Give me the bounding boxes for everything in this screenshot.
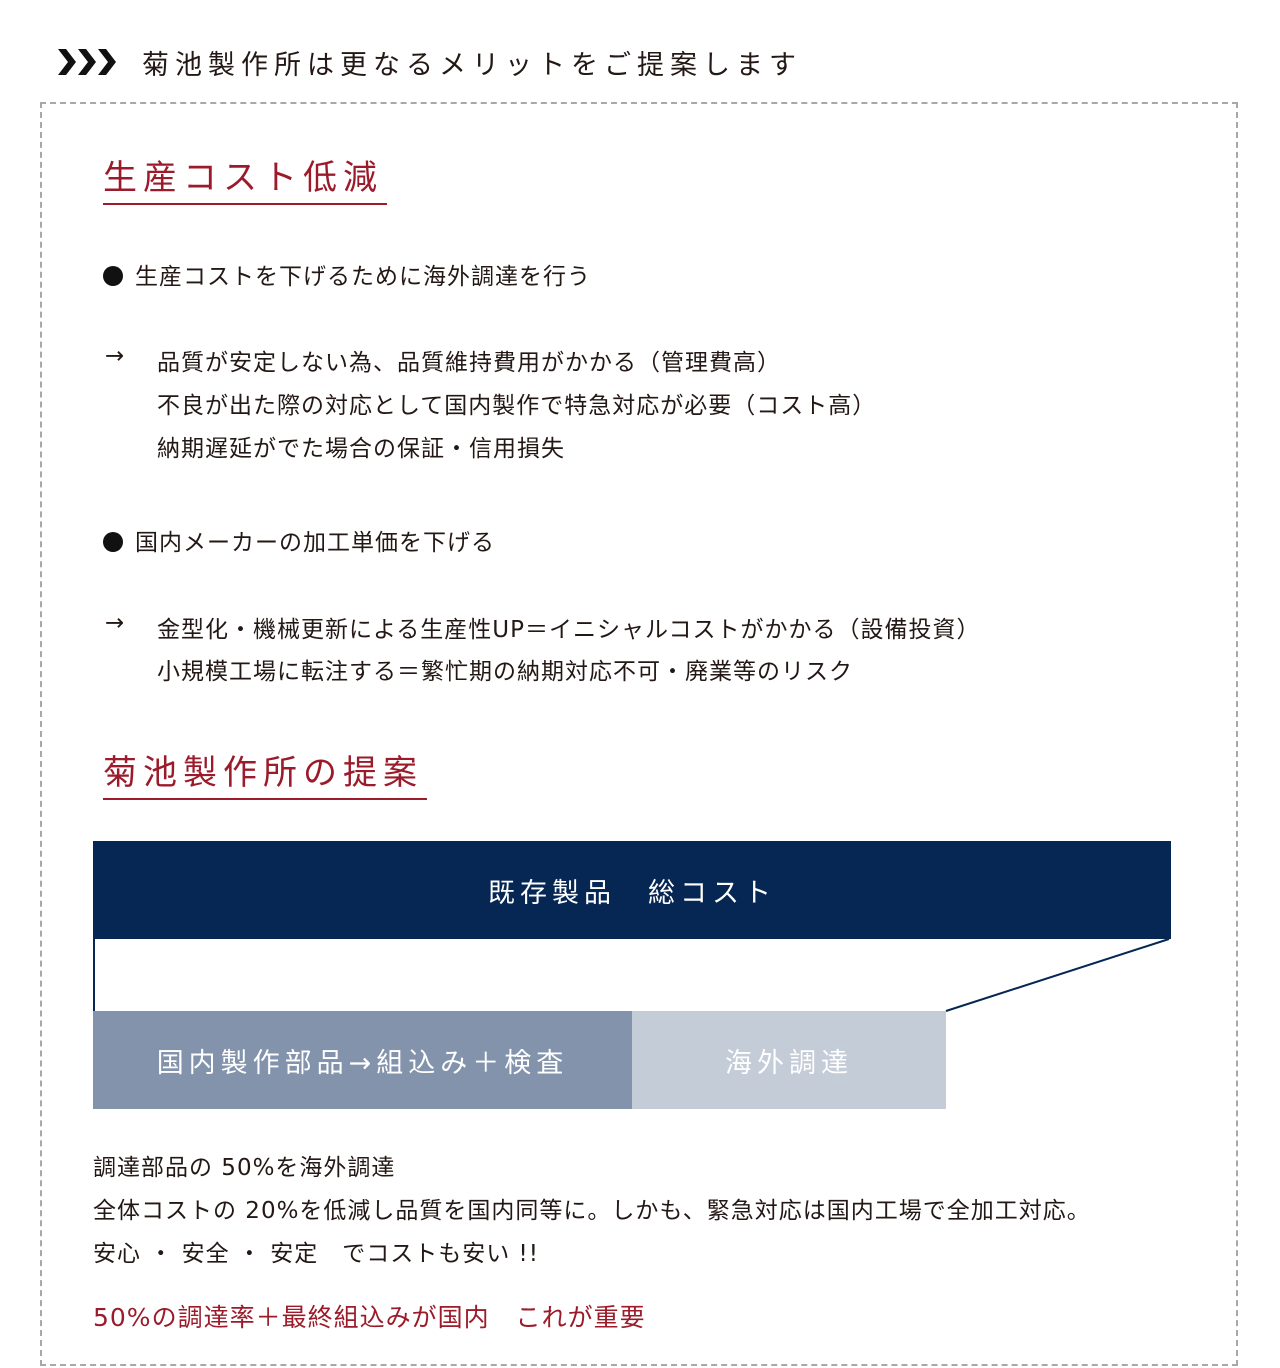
arrow-icon: → (105, 610, 125, 636)
bullet-text: 生産コストを下げるために海外調達を行う (135, 264, 591, 290)
bullet-dot-icon (103, 266, 123, 286)
bullet-text: 国内メーカーの加工単価を下げる (135, 530, 495, 556)
content-frame (40, 102, 1238, 1366)
bar-overseas-procurement: 海外調達 (632, 1011, 946, 1109)
proposal-body-line: 全体コストの 20%を低減し品質を国内同等に。しかも、緊急対応は国内工場で全加工… (93, 1198, 1091, 1224)
section-title-proposal: 菊池製作所の提案 (103, 745, 427, 800)
proposal-body-line: 調達部品の 50%を海外調達 (93, 1155, 396, 1181)
triple-chevron-right-icon (58, 46, 118, 78)
proposal-body-line: 安心 ・ 安全 ・ 安定 でコストも安い !! (93, 1241, 539, 1267)
proposal-emphasis: 50%の調達率＋最終組込みが国内 これが重要 (93, 1303, 646, 1332)
consequence-line: 小規模工場に転注する＝繁忙期の納期対応不可・廃業等のリスク (157, 659, 853, 685)
consequence-line: 品質が安定しない為、品質維持費用がかかる（管理費高） (157, 350, 781, 376)
page-title: 菊池製作所は更なるメリットをご提案します (142, 49, 802, 81)
bar-domestic-production: 国内製作部品→組込み＋検査 (93, 1011, 632, 1109)
bullet-dot-icon (103, 532, 123, 552)
consequence-line: 金型化・機械更新による生産性UP＝イニシャルコストがかかる（設備投資） (157, 617, 981, 643)
bullet-item-domestic-price: 国内メーカーの加工単価を下げる (103, 523, 495, 557)
section-title-cost-reduction: 生産コスト低減 (103, 150, 387, 205)
bullet-item-overseas-procurement: 生産コストを下げるために海外調達を行う (103, 257, 591, 291)
consequence-line: 不良が出た際の対応として国内製作で特急対応が必要（コスト高） (157, 393, 877, 419)
bar-total-cost: 既存製品 総コスト (93, 841, 1171, 939)
arrow-icon: → (105, 343, 125, 369)
consequence-line: 納期遅延がでた場合の保証・信用損失 (157, 436, 565, 462)
page-header: 菊池製作所は更なるメリットをご提案します (58, 38, 802, 86)
